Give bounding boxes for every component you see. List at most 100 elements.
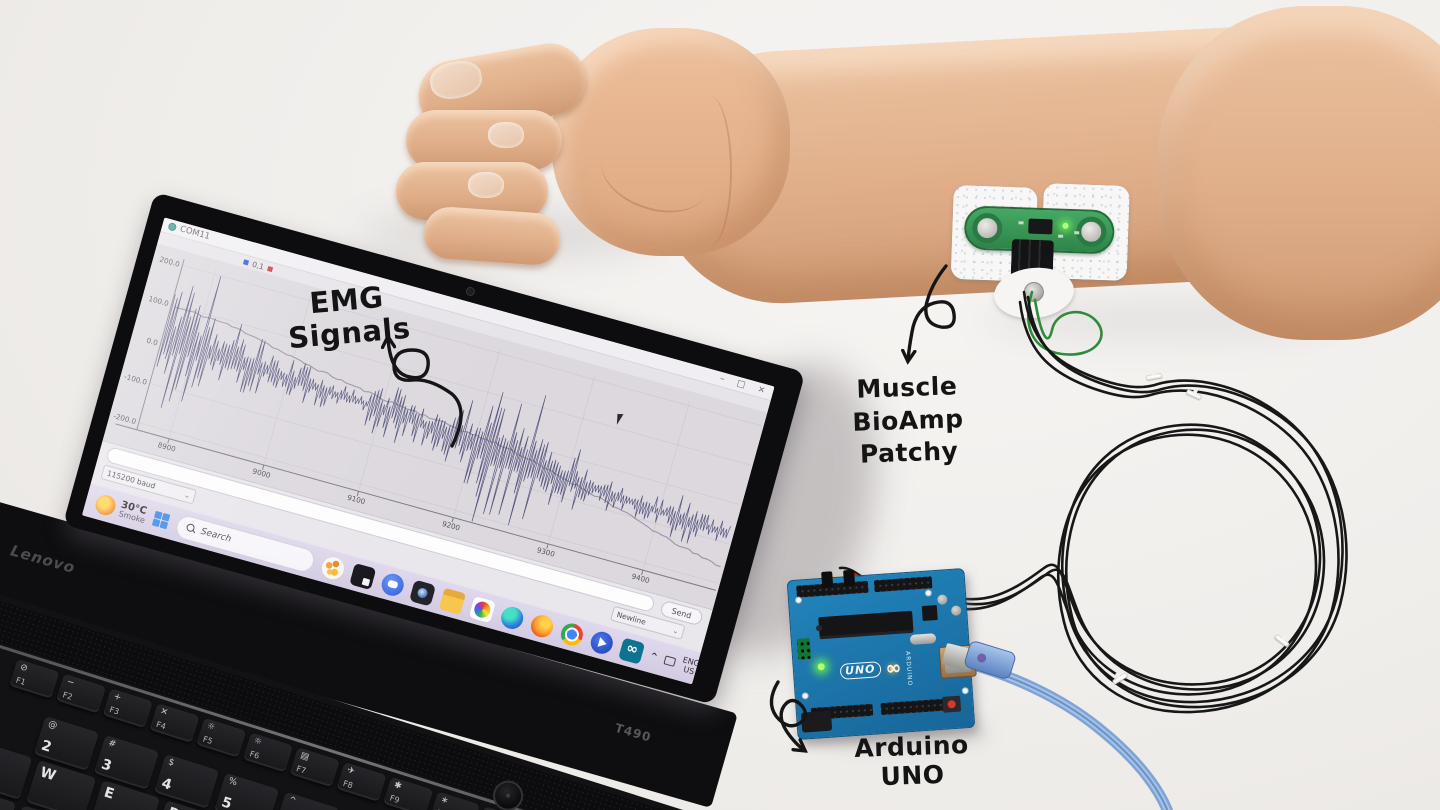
x-tick bbox=[641, 570, 644, 576]
battery-icon[interactable] bbox=[736, 675, 753, 685]
cable-tie bbox=[1111, 672, 1129, 685]
series-raw-emg bbox=[156, 276, 731, 544]
keyboard-key: ⊘F1 bbox=[9, 658, 60, 699]
keyboard-key: +F3 bbox=[102, 688, 153, 729]
y-tick-label: 0.0 bbox=[145, 336, 159, 348]
media-icon[interactable] bbox=[588, 628, 616, 656]
uno-board-text: UNO bbox=[839, 661, 882, 681]
y-tick-label: -100.0 bbox=[123, 372, 148, 387]
camera-icon[interactable] bbox=[409, 579, 437, 607]
start-button[interactable] bbox=[151, 510, 171, 530]
legend-swatch-blue bbox=[243, 258, 250, 265]
explorer-icon[interactable] bbox=[439, 587, 467, 615]
annotation-muscle-bioamp-patchy: Muscle BioAmp Patchy bbox=[851, 371, 964, 469]
capacitor bbox=[950, 605, 962, 616]
language-indicator[interactable]: ENG US bbox=[681, 654, 701, 676]
legend-swatch-red bbox=[267, 265, 274, 272]
touch-keyboard-icon[interactable] bbox=[662, 655, 676, 667]
clock[interactable]: 14:27 25-10-2023 bbox=[754, 670, 775, 684]
x-tick bbox=[451, 517, 454, 523]
fingernail bbox=[468, 172, 504, 198]
hand bbox=[552, 28, 790, 256]
edge-icon[interactable] bbox=[498, 603, 526, 632]
webcam-dot bbox=[464, 285, 476, 297]
cable-tie bbox=[1145, 372, 1163, 381]
electrode-snap-left bbox=[971, 212, 1003, 244]
x-tick-label: 9400 bbox=[631, 572, 651, 586]
keyboard-key: Q bbox=[0, 739, 33, 800]
y-tick-label: 200.0 bbox=[158, 255, 181, 269]
electrode-snap-right bbox=[1075, 216, 1107, 248]
arduino-ide-icon[interactable] bbox=[618, 637, 646, 665]
mouse-cursor bbox=[616, 413, 628, 426]
keyboard-key: ▤F7 bbox=[289, 747, 340, 788]
cable-tie bbox=[1185, 388, 1203, 401]
mounting-hole bbox=[924, 589, 933, 597]
volume-icon[interactable] bbox=[721, 671, 732, 683]
photos-icon[interactable] bbox=[468, 595, 497, 623]
y-axis bbox=[136, 259, 185, 430]
weather-icon bbox=[93, 492, 118, 517]
power-led bbox=[817, 662, 825, 671]
keyboard-key: ☼F6 bbox=[242, 732, 294, 773]
arduino-infinity-logo: ∞ bbox=[884, 656, 903, 680]
x-tick-label: 8900 bbox=[157, 440, 177, 454]
x-tick-label: 9300 bbox=[536, 545, 556, 559]
power-jack bbox=[800, 710, 833, 733]
keyboard-key: %5 bbox=[213, 772, 280, 810]
chat-icon[interactable] bbox=[379, 570, 407, 598]
smd-component bbox=[1058, 234, 1064, 238]
search-icon bbox=[185, 523, 196, 534]
x-tick-label: 9100 bbox=[346, 493, 366, 507]
maximize-button[interactable]: □ bbox=[735, 378, 747, 391]
model-label: T490 bbox=[613, 720, 654, 745]
usb-controller-chip bbox=[921, 604, 938, 622]
x-tick bbox=[167, 438, 170, 444]
chrome-icon[interactable] bbox=[558, 620, 586, 648]
stickers-icon[interactable] bbox=[319, 554, 347, 582]
mounting-hole bbox=[961, 686, 970, 695]
close-button[interactable]: × bbox=[756, 383, 767, 396]
weather-widget[interactable]: 30°C Smoke bbox=[93, 492, 148, 525]
jumper-housing bbox=[821, 571, 834, 588]
y-tick-label: 100.0 bbox=[148, 294, 171, 308]
gridline-h bbox=[138, 422, 719, 584]
smd-component bbox=[1074, 231, 1080, 235]
finger bbox=[422, 205, 562, 267]
x-tick-label: 9000 bbox=[252, 466, 272, 480]
date: 25-10-2023 bbox=[754, 682, 775, 685]
firefox-icon[interactable] bbox=[528, 612, 556, 640]
x-tick bbox=[356, 491, 360, 497]
wifi-icon[interactable] bbox=[702, 665, 719, 682]
x-tick bbox=[261, 464, 265, 470]
x-tick bbox=[546, 543, 549, 549]
annotation-arduino-uno: Arduino UNO bbox=[853, 730, 970, 792]
upper-arm bbox=[1158, 6, 1440, 340]
finger bbox=[406, 110, 562, 170]
sensor-chip bbox=[1028, 218, 1053, 235]
jumper-housing bbox=[843, 569, 856, 587]
lenovo-logo: Lenovo bbox=[8, 541, 78, 578]
atmega-chip bbox=[818, 610, 914, 640]
reset-button bbox=[942, 695, 962, 713]
x-axis bbox=[115, 423, 717, 591]
arduino-brand-text: ARDUINO bbox=[903, 650, 914, 687]
pin-header bbox=[873, 576, 933, 593]
fingernail bbox=[488, 122, 524, 148]
gridline-h bbox=[182, 264, 762, 427]
mounting-hole bbox=[801, 692, 809, 700]
icsp-header bbox=[796, 637, 812, 660]
capacitor bbox=[937, 594, 948, 605]
terminal-icon[interactable] bbox=[349, 562, 377, 590]
keyboard-key: −F2 bbox=[55, 673, 107, 714]
smd-component bbox=[1018, 221, 1024, 225]
x-tick-label: 9200 bbox=[441, 519, 461, 533]
minimize-button[interactable]: – bbox=[718, 373, 726, 385]
tray-chevron[interactable]: ^ bbox=[648, 650, 659, 663]
wrist-crease bbox=[688, 96, 732, 246]
gridline-v bbox=[453, 348, 501, 516]
electrode-snap bbox=[1022, 281, 1045, 303]
sensor-led bbox=[1062, 222, 1069, 229]
mounting-hole bbox=[794, 596, 803, 604]
